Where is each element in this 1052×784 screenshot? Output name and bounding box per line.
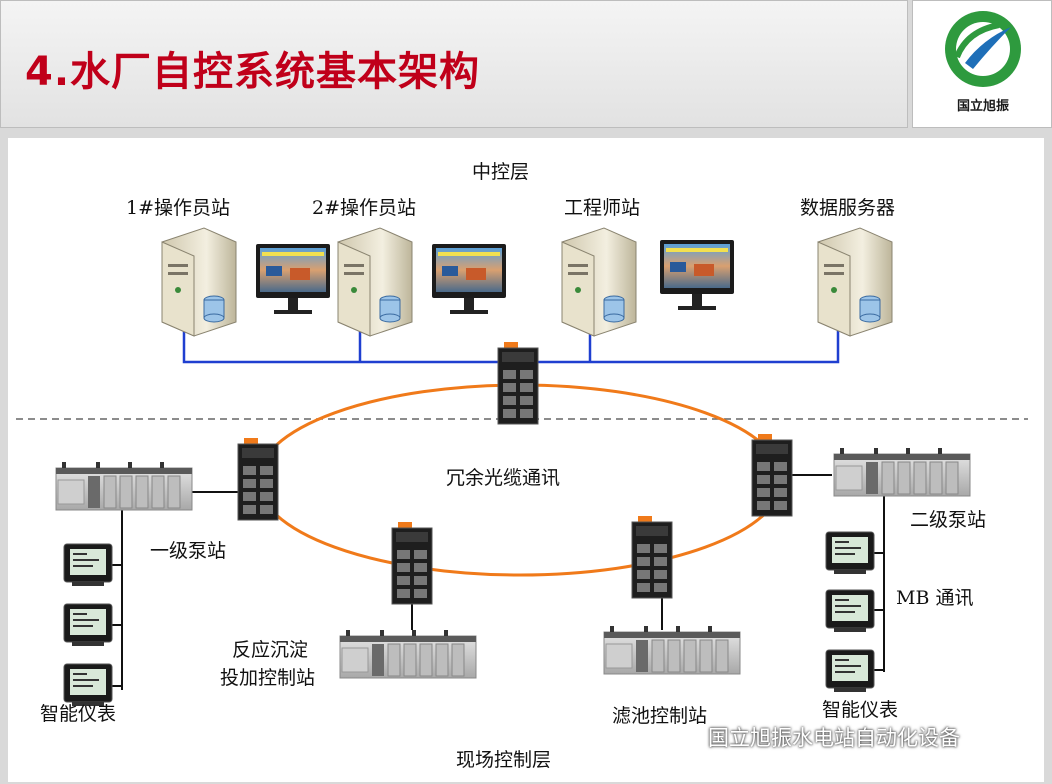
operator2-label: 2#操作员站 (312, 197, 417, 219)
page-title: 4.水厂自控系统基本架构 (25, 49, 481, 95)
dosing-switch-icon (391, 521, 433, 605)
data-server-label: 数据服务器 (800, 197, 896, 219)
filter-switch-icon (631, 515, 673, 599)
control-layer-label: 中控层 (472, 161, 530, 183)
meter-left-2-icon (63, 603, 113, 647)
meters-right-label: 智能仪表 (822, 699, 899, 721)
operator2-monitor-icon (432, 244, 506, 314)
pump1-switch-icon (237, 437, 279, 521)
logo: 国立旭振 (912, 0, 1052, 128)
engineer-label: 工程师站 (564, 197, 641, 219)
pump2-label: 二级泵站 (910, 509, 987, 531)
pump1-label: 一级泵站 (150, 540, 227, 562)
logo-text: 国立旭振 (956, 99, 1009, 114)
filter-label: 滤池控制站 (612, 705, 708, 727)
engineer-monitor-icon (660, 240, 734, 310)
dosing-label-2: 投加控制站 (220, 667, 316, 689)
meter-right-2-icon (825, 589, 875, 633)
meters-left-label: 智能仪表 (40, 703, 117, 725)
engineer-server-icon (561, 227, 637, 337)
dosing-label-1: 反应沉淀 (232, 639, 309, 661)
dosing-plc-icon (339, 629, 477, 679)
field-layer-label: 现场控制层 (456, 749, 552, 771)
filter-plc-icon (603, 625, 741, 675)
meter-left-1-icon (63, 543, 113, 587)
operator1-server-icon (161, 227, 237, 337)
operator2-server-icon (337, 227, 413, 337)
fiber-ring-label: 冗余光缆通讯 (446, 467, 561, 489)
meter-right-3-icon (825, 649, 875, 693)
operator1-label: 1#操作员站 (126, 197, 231, 219)
watermark: 国立旭振水电站自动化设备 (708, 726, 960, 750)
title-bar: 4.水厂自控系统基本架构 (0, 0, 908, 128)
logo-emblem-icon (945, 11, 1021, 87)
meter-right-1-icon (825, 531, 875, 575)
pump2-switch-icon (751, 433, 793, 517)
field-links (112, 474, 885, 690)
core-switch-icon (497, 341, 539, 425)
operator1-monitor-icon (256, 244, 330, 314)
pump2-plc-icon (833, 447, 971, 497)
mb-comm-label: MB 通讯 (896, 587, 974, 609)
pump1-plc-icon (55, 461, 193, 511)
data-server-icon (817, 227, 893, 337)
